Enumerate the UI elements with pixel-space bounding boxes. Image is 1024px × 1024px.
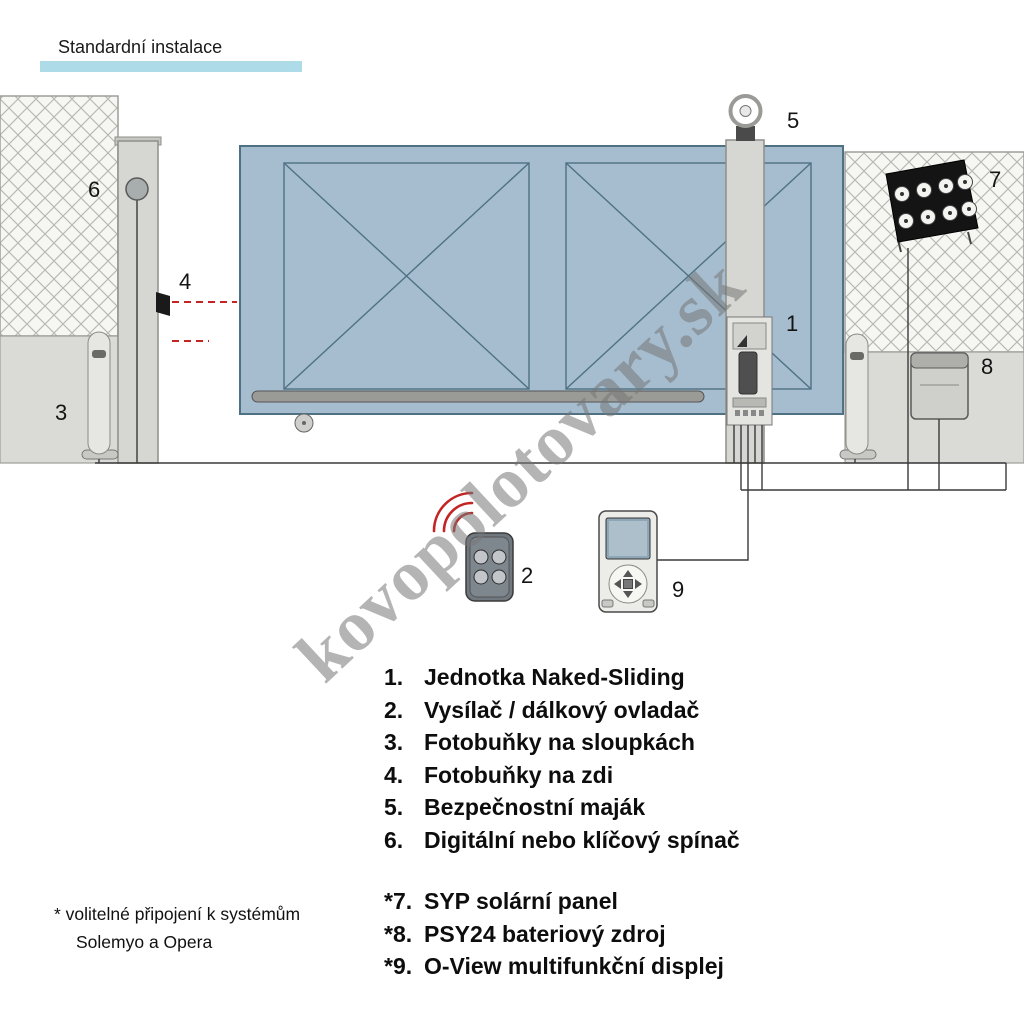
radio-wave-icon [452,511,474,533]
legend-item: 1. Jednotka Naked-Sliding [384,664,740,697]
legend-item: 6. Digitální nebo klíčový spínač [384,827,740,860]
title-underline-bar [40,61,302,72]
gate-track-rail [251,390,705,403]
installation-diagram: 6 4 3 5 7 1 8 2 9 [0,94,1024,613]
legend-main: 1. Jednotka Naked-Sliding 2. Vysílač / d… [384,664,740,859]
legend-item-label: O-View multifunkční displej [424,953,724,979]
optional-note: * volitelné připojení k systémům Solemyo… [54,904,300,953]
note-line-1: * volitelné připojení k systémům [54,904,301,924]
callout-3: 3 [55,400,67,425]
safety-beacon [728,94,763,141]
photocell-post-left [81,331,119,460]
callout-6: 6 [88,177,100,202]
legend-item-number: *9. [384,953,413,979]
legend-item-number: 4. [384,761,404,788]
legend-item-label: Jednotka Naked-Sliding [424,664,685,690]
callout-4: 4 [179,269,191,294]
wall-photocell [156,292,237,342]
callout-7: 7 [989,167,1001,192]
photocell-post-right [839,333,877,460]
callout-5: 5 [787,108,799,133]
page-title: Standardní instalace [58,37,223,57]
legend-item: *7. SYP solární panel [384,888,724,921]
legend-item: 3. Fotobuňky na sloupkách [384,729,740,762]
legend-item: 2. Vysílač / dálkový ovladač [384,697,740,730]
callout-1: 1 [786,311,798,336]
legend-item-number: 2. [384,696,404,723]
callout-8: 8 [981,354,993,379]
remote-transmitter [432,491,514,602]
legend-item-number: *8. [384,920,413,947]
solar-panel [885,159,979,253]
legend-item-number: 3. [384,729,404,755]
legend-item-label: Vysílač / dálkový ovladač [424,696,700,723]
callout-2: 2 [521,563,533,588]
legend-item-label: Fotobuňky na sloupkách [424,729,695,755]
control-unit-naked-sliding [726,316,773,426]
legend-item-number: 1. [384,664,404,690]
legend-item: *8. PSY24 bateriový zdroj [384,921,724,954]
key-switch [125,177,149,463]
legend-item-label: Fotobuňky na zdi [424,761,614,788]
legend-optional: *7. SYP solární panel *8. PSY24 bateriov… [384,888,724,986]
legend-item-number: 5. [384,794,404,820]
legend-item-label: Digitální nebo klíčový spínač [424,826,740,853]
legend-item-label: PSY24 bateriový zdroj [424,920,666,947]
oview-display [598,510,658,613]
battery-box [910,352,969,420]
legend-item-label: Bezpečnostní maják [424,794,646,820]
legend-item-label: SYP solární panel [424,888,618,914]
legend-item-number: *7. [384,888,413,914]
callout-9: 9 [672,577,684,602]
note-line-2: Solemyo a Opera [76,932,213,952]
wiring [95,248,1007,561]
legend-item-number: 6. [384,826,404,853]
legend-item: 5. Bezpečnostní maják [384,794,740,827]
legend-item: *9. O-View multifunkční displej [384,953,724,986]
legend-item: 4. Fotobuňky na zdi [384,762,740,795]
